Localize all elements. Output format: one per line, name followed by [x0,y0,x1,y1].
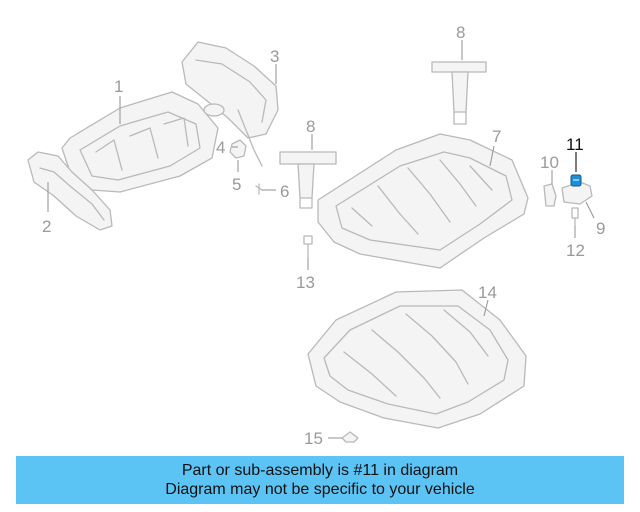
banner-line-1: Part or sub-assembly is #11 in diagram [181,462,459,479]
callout-8-lower: 8 [306,117,315,136]
info-banner: Part or sub-assembly is #11 in diagram D… [16,456,624,504]
part-11-clip [570,174,582,187]
callout-1: 1 [114,77,123,96]
callout-15: 15 [304,429,323,448]
callout-3: 3 [270,47,279,66]
part-12-bolt [571,207,579,227]
part-2-shield [27,151,113,231]
leader-lines [47,40,595,439]
part-8-bracket-upper [431,61,487,125]
part-4-grommet [203,103,225,117]
callout-14: 14 [478,283,497,302]
banner-line-2: Diagram may not be specific to your vehi… [165,481,475,498]
part-6-bolt [255,183,263,195]
part-5-nut [229,139,247,159]
part-8-bracket-lower [279,151,337,209]
callout-2: 2 [42,217,51,236]
callout-5: 5 [232,175,241,194]
callout-7: 7 [492,127,501,146]
part-3-shield [181,41,279,167]
part-15-clip [341,431,359,443]
part-7-skid-plate [317,133,529,269]
callout-11: 11 [566,135,584,154]
part-1-shield [61,91,219,193]
callout-13: 13 [296,273,315,292]
callout-6: 6 [280,182,289,201]
parts-diagram: 1 2 3 4 5 6 7 8 8 9 10 11 12 13 14 15 [27,23,605,448]
callout-9: 9 [596,219,605,238]
callout-12: 12 [566,241,585,260]
part-10-clip [543,183,557,207]
callout-10: 10 [540,153,559,172]
part-14-skid-plate [307,289,527,429]
callout-4: 4 [216,138,225,157]
callout-8-upper: 8 [456,23,465,42]
part-13-bolt [303,235,313,259]
